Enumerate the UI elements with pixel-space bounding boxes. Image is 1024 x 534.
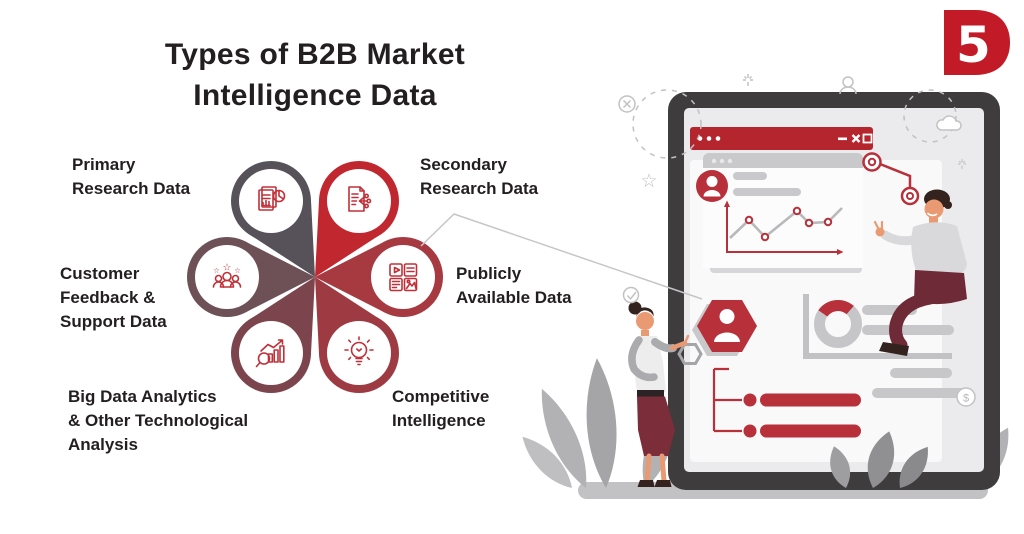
standing-woman	[628, 301, 690, 487]
tree-node-dot	[743, 393, 757, 407]
star-icon: ☆	[640, 171, 657, 192]
petal-publicly-available	[315, 237, 443, 317]
chart-points	[744, 206, 833, 242]
petal-label-primary: Primary Research Data	[72, 155, 191, 199]
donut-chart	[803, 294, 952, 359]
tree-list	[712, 367, 861, 438]
titlebar-dots	[697, 136, 721, 141]
cloud-icon	[936, 115, 962, 131]
dashed-circle	[903, 89, 957, 143]
brand-logo: 5	[944, 10, 1010, 75]
person-icon	[719, 309, 735, 324]
svg-text:☆: ☆	[213, 266, 220, 275]
sparkle-icon	[957, 159, 967, 169]
report-piechart-icon	[258, 186, 286, 211]
petal-customer-feedback	[187, 237, 315, 317]
sparkle-icon	[743, 74, 753, 86]
text-placeholder-bar	[733, 172, 767, 180]
person-outline-icon	[839, 76, 857, 95]
profile-card	[696, 153, 863, 273]
browser-titlebar	[690, 127, 873, 150]
svg-text:☆: ☆	[223, 263, 232, 274]
petal-competitive-intelligence	[315, 277, 399, 393]
close-icon	[851, 134, 861, 143]
petal-label-publicly: Publicly Available Data	[456, 264, 572, 308]
logo-glyph: 5	[956, 16, 991, 74]
donut-axis	[803, 294, 952, 359]
petal-icons: ☆ ☆ ☆	[212, 186, 418, 368]
petal-big-data-analytics	[231, 277, 315, 393]
petal-label-bigdata: Big Data Analytics & Other Technological…	[68, 387, 249, 455]
dismiss-icon	[618, 95, 636, 113]
media-content-icon	[389, 263, 418, 292]
document-share-icon	[348, 186, 372, 212]
petal-label-secondary: Secondary Research Data	[420, 155, 539, 199]
chart-axes	[726, 206, 838, 253]
scene-decorations: $ ☆	[618, 74, 976, 407]
connector-nodes	[862, 152, 920, 206]
svg-text:☆: ☆	[234, 266, 241, 275]
check-icon	[622, 286, 640, 304]
plant-leaves-front	[830, 431, 928, 488]
dashed-circle	[632, 89, 702, 159]
tree-node-dot	[743, 424, 757, 438]
petal-label-competitive: Competitive Intelligence	[392, 387, 490, 431]
svg-text:$: $	[963, 393, 969, 405]
page-title: Types of B2B Market Intelligence Data	[164, 38, 466, 113]
petal-primary-research	[231, 161, 315, 277]
text-placeholder-bar	[733, 188, 801, 196]
analytics-magnifier-icon	[255, 339, 285, 368]
sitting-man	[873, 189, 967, 356]
connector-line	[420, 213, 703, 300]
lightbulb-icon	[344, 336, 374, 366]
customers-rating-icon: ☆ ☆ ☆	[212, 263, 242, 288]
user-hexagon-badge	[692, 300, 757, 356]
dollar-icon: $	[956, 387, 976, 407]
user-avatar-icon	[696, 170, 728, 202]
minimize-icon	[838, 137, 847, 141]
petal-label-customer: Customer Feedback & Support Data	[60, 264, 167, 332]
tree-node-bar	[760, 424, 861, 438]
hexagon-outline-icon	[677, 343, 703, 365]
maximize-icon	[862, 133, 873, 144]
tree-node-bar	[760, 393, 861, 407]
line-chart	[724, 200, 844, 255]
